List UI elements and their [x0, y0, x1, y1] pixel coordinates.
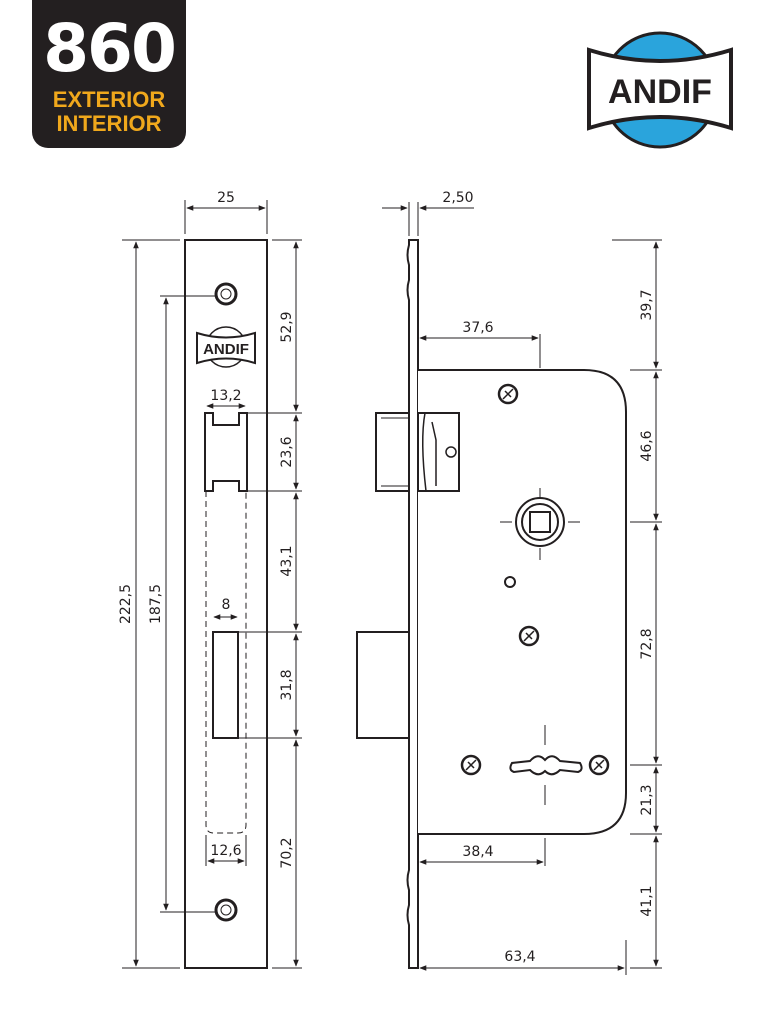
deadbolt — [356, 631, 410, 739]
faceplate-dimensions: 25 222,5 187,5 52,9 23,6 43,1 31,8 70,2 … — [118, 190, 302, 969]
logo-text: ANDIF — [608, 73, 712, 111]
faceplate-logo-text: ANDIF — [203, 341, 249, 358]
dim-height-total: 222,5 — [118, 584, 134, 624]
dim-backset: 37,6 — [462, 320, 493, 336]
dim-bottom-width: 12,6 — [210, 843, 241, 859]
dim-d2: 23,6 — [279, 436, 295, 467]
dim-r3: 72,8 — [639, 628, 655, 659]
front-plate — [406, 239, 419, 969]
badge-line-interior: INTERIOR — [56, 111, 162, 136]
model-badge: 860 EXTERIOR INTERIOR — [32, 0, 186, 148]
dim-width: 25 — [217, 190, 235, 206]
dim-depth: 63,4 — [504, 949, 535, 965]
hidden-body-outline — [205, 491, 247, 834]
model-number: 860 — [43, 10, 177, 87]
dim-d4: 31,8 — [279, 669, 295, 700]
keyhole — [509, 725, 583, 805]
case-screw — [588, 754, 610, 776]
logo-banner — [587, 47, 733, 131]
dim-key-backset: 38,4 — [462, 844, 493, 860]
latch-bolt — [375, 412, 460, 492]
dim-bolt-width: 8 — [222, 597, 231, 613]
dim-r2: 46,6 — [639, 430, 655, 461]
brand-logo: ANDIF — [587, 31, 733, 149]
body-dimensions: 2,50 37,6 38,4 63,4 39,7 46,6 72,8 21,3 … — [382, 190, 662, 975]
screw-hole-bottom-inner — [220, 904, 232, 916]
dim-d1: 52,9 — [279, 311, 295, 342]
dim-plate-thickness: 2,50 — [442, 190, 473, 206]
faceplate-front-view: ANDIF — [184, 239, 268, 969]
screw-hole-top-inner — [220, 288, 232, 300]
dim-r1: 39,7 — [639, 289, 655, 320]
screw-hole-top — [214, 282, 238, 306]
case-screw — [518, 625, 540, 647]
dim-screw-spacing: 187,5 — [148, 584, 164, 624]
badge-line-exterior: EXTERIOR — [52, 87, 166, 112]
dim-r4: 21,3 — [639, 784, 655, 815]
case-screw — [460, 754, 482, 776]
dim-d3: 43,1 — [279, 545, 295, 576]
screw-hole-bottom — [214, 898, 238, 922]
faceplate-logo: ANDIF — [196, 326, 256, 368]
dim-d5: 70,2 — [279, 837, 295, 868]
lock-body-side-view — [356, 239, 627, 969]
dim-r5: 41,1 — [639, 885, 655, 916]
deadbolt-slot — [212, 631, 239, 739]
lock-case — [418, 369, 627, 835]
dim-latch-width: 13,2 — [210, 388, 241, 404]
case-screw — [497, 383, 519, 405]
pin-hole — [504, 576, 516, 588]
spindle-hub — [500, 488, 580, 560]
